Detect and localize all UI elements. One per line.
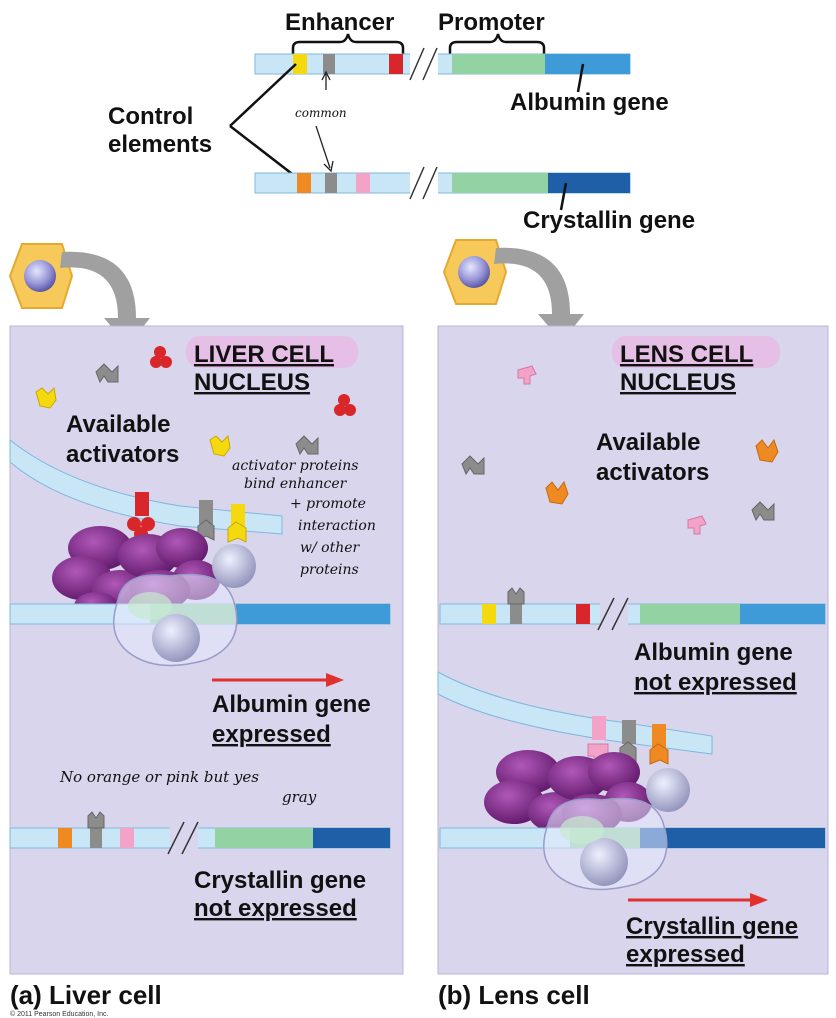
lens-enhancer-pink — [592, 716, 606, 740]
lens-enhancer-gray — [622, 720, 636, 744]
liver-caption: (a) Liver cell — [10, 980, 162, 1010]
control-element-gray — [323, 54, 335, 74]
liver-activators-line2: activators — [66, 441, 179, 468]
crystallin-promoter — [452, 173, 548, 193]
control-element-gray-2 — [325, 173, 337, 193]
lens-caption: (b) Lens cell — [438, 980, 590, 1010]
lens-activator-gray-1 — [461, 455, 485, 476]
liver-entry-arrow — [60, 251, 150, 346]
liver-activator-yellow-2 — [209, 434, 231, 457]
albumin-promoter — [452, 54, 545, 74]
lens-entry-arrow — [494, 247, 584, 342]
liver-enhancer-yellow — [231, 504, 245, 528]
liver-enhancer-red — [135, 492, 149, 516]
lens-title-line1: LENS CELL — [620, 341, 753, 368]
liver-activator-gray-2 — [295, 435, 319, 456]
liver-cell-panel: LIVER CELL NUCLEUS Available activators … — [8, 243, 404, 1010]
liver-activators-line1: Available — [66, 411, 171, 438]
liver-note-line: proteins — [300, 562, 359, 578]
liver-signal-molecule — [24, 260, 56, 292]
control-pointer-top — [229, 63, 297, 127]
liver-title-line1: LIVER CELL — [194, 341, 334, 368]
control-elements-label-2: elements — [108, 131, 212, 158]
liver-note2-line1: No orange or pink but yes — [59, 768, 259, 786]
liver-activator-red-2 — [334, 394, 356, 416]
control-element-red — [389, 54, 403, 74]
lens-activators-line1: Available — [596, 429, 701, 456]
lens-activator-orange-2 — [545, 480, 569, 505]
control-elements-label-1: Control — [108, 103, 193, 130]
liver-title-highlight — [186, 336, 358, 368]
promoter-brace — [448, 33, 546, 54]
liver-note-line: w/ other — [300, 540, 361, 556]
lens-albumin-status-1: Albumin gene — [634, 639, 793, 666]
lens-activators-line2: activators — [596, 459, 709, 486]
liver-note-line: interaction — [298, 518, 376, 534]
liver-note2-line2: gray — [282, 788, 317, 806]
lens-expression-arrow — [628, 893, 768, 907]
lens-activator-pink-2 — [687, 515, 707, 535]
lens-crystallin-status-2: expressed — [626, 941, 745, 968]
crystallin-gene-dna — [254, 166, 631, 200]
lens-activator-orange-1 — [755, 438, 779, 463]
lens-albumin-dna — [439, 587, 826, 631]
lens-activator-gray-2 — [751, 501, 775, 522]
liver-activator-yellow-1 — [35, 386, 57, 409]
liver-activator-gray-1 — [95, 363, 119, 384]
promoter-label: Promoter — [438, 9, 545, 36]
liver-note-line: activator proteins — [232, 458, 358, 474]
lens-cell-panel: LENS CELL NUCLEUS Available activators A… — [437, 239, 829, 1010]
control-element-pink — [356, 173, 370, 193]
liver-crystallin-status-1: Crystallin gene — [194, 867, 366, 894]
control-pointer-bottom — [229, 125, 301, 181]
albumin-gene-dna — [254, 47, 631, 81]
enhancer-label: Enhancer — [285, 9, 394, 36]
liver-enhancer-gray — [199, 500, 213, 524]
liver-bound-activator-yellow — [227, 521, 247, 543]
lens-enhancer-orange — [652, 724, 666, 748]
liver-crystallin-status-2: not expressed — [194, 895, 357, 922]
copyright-footer: © 2011 Pearson Education, Inc. — [10, 1010, 108, 1018]
liver-note-line: bind enhancer — [244, 476, 348, 492]
common-note: common — [295, 106, 347, 120]
crystallin-gene-label: Crystallin gene — [523, 207, 695, 234]
lens-title-line2: NUCLEUS — [620, 369, 736, 396]
control-element-yellow — [293, 54, 307, 74]
lens-signal-molecule — [458, 256, 490, 288]
lens-transcription-machinery — [543, 797, 668, 891]
liver-expression-arrow — [212, 673, 344, 687]
top-gene-panel: Enhancer Promoter Albumin gene Control e… — [108, 9, 695, 234]
lens-activator-pink-1 — [517, 365, 537, 385]
liver-transcription-machinery — [113, 573, 238, 667]
lens-title-highlight — [612, 336, 780, 368]
enhancer-brace — [291, 33, 405, 54]
lens-bound-activator-orange — [649, 743, 669, 765]
lens-albumin-status-2: not expressed — [634, 669, 797, 696]
liver-bent-dna — [9, 438, 283, 535]
liver-albumin-status-1: Albumin gene — [212, 691, 371, 718]
control-element-orange — [297, 173, 311, 193]
lens-crystallin-status-1: Crystallin gene — [626, 913, 798, 940]
liver-handwritten-note: activator proteins bind enhancer + promo… — [232, 458, 376, 578]
albumin-gene-label: Albumin gene — [510, 89, 669, 116]
liver-note-line: + promote — [290, 496, 366, 512]
liver-albumin-status-2: expressed — [212, 721, 331, 748]
liver-activator-red-1 — [150, 346, 172, 368]
liver-crystallin-dna — [9, 811, 391, 855]
liver-title-line2: NUCLEUS — [194, 369, 310, 396]
lens-bent-dna — [437, 671, 713, 755]
